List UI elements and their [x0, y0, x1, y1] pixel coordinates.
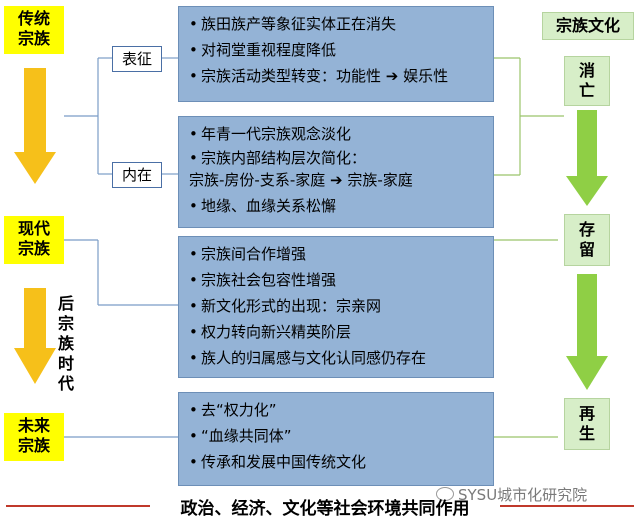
watermark: SYSU城市化研究院: [436, 484, 587, 505]
list-item-text: 宗族活动类型转变：功能性 ➔ 娱乐性: [201, 67, 449, 85]
post-clan-era-char: 宗: [57, 314, 74, 333]
stage-future: 未来 宗族: [4, 413, 64, 461]
list-item: •族人的归属感与文化认同感仍存在: [189, 349, 427, 367]
stage-traditional-line1: 传统: [17, 9, 50, 28]
box-future-items: •去“权力化” •“血缘共同体” •传承和发展中国传统文化: [178, 392, 494, 486]
list-item: •去“权力化”: [189, 401, 277, 419]
list-item-text: 权力转向新兴精英阶层: [201, 323, 352, 341]
watermark-text: SYSU城市化研究院: [458, 486, 588, 504]
stage-future-line1: 未来: [17, 416, 50, 435]
list-item-text: 地缘、血缘关系松懈: [201, 197, 337, 215]
list-item-text: 宗族内部结构层次简化：: [201, 149, 367, 167]
branch-label-internal: 内在: [112, 162, 162, 188]
stage-rebirth: 再 生: [564, 398, 610, 450]
stage-decline-char: 消: [578, 61, 595, 80]
box-modern-items: •宗族间合作增强 •宗族社会包容性增强 •新文化形式的出现：宗亲网 •权力转向新…: [178, 236, 494, 378]
stage-decline-char: 亡: [578, 81, 595, 100]
stage-decline: 消 亡: [564, 56, 610, 106]
list-item: •权力转向新兴精英阶层: [189, 323, 352, 341]
footer-title: 政治、经济、文化等社会环境共同作用: [180, 499, 470, 519]
list-item-text: 传承和发展中国传统文化: [201, 453, 367, 471]
list-item-text: 宗族-房份-支系-家庭 ➔ 宗族-家庭: [189, 171, 413, 189]
list-item: •对祠堂重视程度降低: [189, 41, 337, 59]
post-clan-era-char: 后: [57, 294, 74, 313]
stage-retain-char: 留: [578, 240, 595, 259]
list-item-text: 宗族间合作增强: [201, 245, 307, 263]
stage-rebirth-char: 再: [578, 404, 595, 423]
stage-rebirth-char: 生: [578, 424, 595, 443]
list-item-text: 族田族产等象征实体正在消失: [201, 15, 397, 33]
stage-modern: 现代 宗族: [4, 216, 64, 264]
list-item: •宗族内部结构层次简化：: [189, 149, 367, 167]
post-clan-era-char: 代: [57, 374, 74, 393]
list-item: •族田族产等象征实体正在消失: [189, 15, 397, 33]
list-item: •宗族间合作增强: [189, 245, 307, 263]
stage-traditional-line2: 宗族: [17, 29, 50, 48]
stage-modern-line1: 现代: [17, 219, 50, 238]
post-clan-era-char: 时: [57, 354, 74, 373]
list-item: •新文化形式的出现：宗亲网: [189, 297, 382, 315]
list-item: •传承和发展中国传统文化: [189, 453, 367, 471]
list-item-text: 宗族社会包容性增强: [201, 271, 337, 289]
list-item-text: 年青一代宗族观念淡化: [201, 125, 352, 143]
box-internal-items: •年青一代宗族观念淡化 •宗族内部结构层次简化： 宗族-房份-支系-家庭 ➔ 宗…: [178, 116, 494, 228]
list-item: •宗族社会包容性增强: [189, 271, 337, 289]
down-arrow-retain-to-rebirth: [566, 274, 608, 390]
list-item-continuation: 宗族-房份-支系-家庭 ➔ 宗族-家庭: [189, 169, 485, 193]
post-clan-era-char: 族: [57, 334, 74, 353]
list-item-text: “血缘共同体”: [201, 427, 292, 445]
clan-culture-title: 宗族文化: [542, 12, 634, 40]
stage-retain-char: 存: [578, 220, 595, 239]
down-arrow-traditional-to-modern: [14, 68, 56, 184]
stage-retain: 存 留: [564, 214, 610, 266]
list-item-text: 新文化形式的出现：宗亲网: [201, 297, 382, 315]
down-arrow-decline-to-retain: [566, 110, 608, 206]
stage-future-line2: 宗族: [17, 436, 50, 455]
box-manifest-items: •族田族产等象征实体正在消失 •对祠堂重视程度降低 •宗族活动类型转变：功能性 …: [178, 6, 494, 102]
stage-traditional: 传统 宗族: [4, 6, 64, 54]
post-clan-era-label: 后 宗 族 时 代: [55, 294, 77, 394]
list-item-text: 族人的归属感与文化认同感仍存在: [201, 349, 427, 367]
down-arrow-modern-to-future: [14, 288, 56, 384]
list-item: •宗族活动类型转变：功能性 ➔ 娱乐性: [189, 67, 449, 85]
list-item-text: 去“权力化”: [201, 401, 277, 419]
stage-modern-line2: 宗族: [17, 239, 50, 258]
branch-label-manifest: 表征: [112, 46, 162, 72]
right-bracket-connector: [494, 57, 564, 438]
list-item: •地缘、血缘关系松懈: [189, 197, 337, 215]
list-item: •“血缘共同体”: [189, 427, 292, 445]
wechat-icon: [436, 487, 454, 501]
list-item: •年青一代宗族观念淡化: [189, 125, 352, 143]
list-item-text: 对祠堂重视程度降低: [201, 41, 337, 59]
left-tree-connector: [64, 57, 178, 438]
